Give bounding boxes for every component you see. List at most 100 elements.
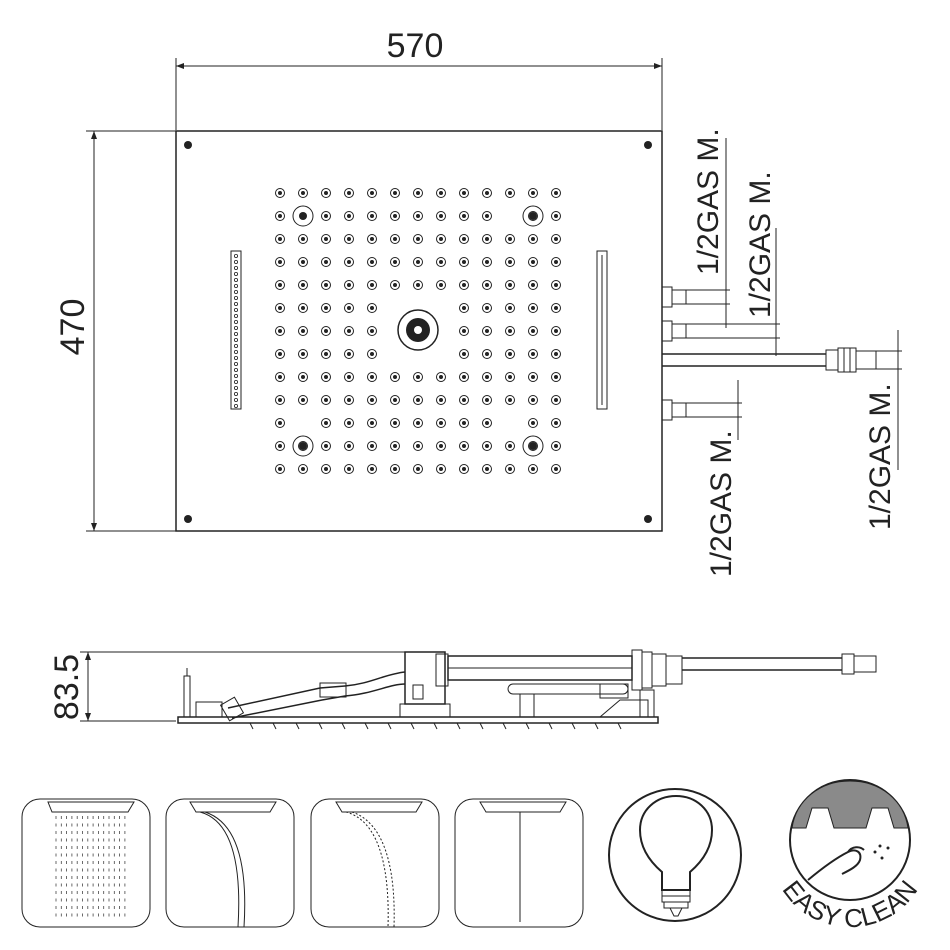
nozzle [321,441,331,451]
corner-screws [184,141,652,523]
nozzle [436,280,446,290]
nozzle [413,372,423,382]
nozzle [551,280,561,290]
nozzle [390,188,400,198]
nozzle [482,418,492,428]
nozzle [528,418,538,428]
curtain-spray-icon [310,798,440,928]
nozzle [459,418,469,428]
nozzle [528,280,538,290]
connection-label-top-left: 1/2GAS M. [692,128,725,275]
nozzle [528,395,538,405]
nozzle [298,395,308,405]
nozzle [459,441,469,451]
nozzle [321,234,331,244]
nozzle [459,395,469,405]
nozzle [413,257,423,267]
nozzle [528,234,538,244]
depth-dimension-label: 83.5 [48,654,86,720]
nozzle [321,280,331,290]
nozzle [505,257,515,267]
nozzle [275,303,285,313]
nozzle [436,418,446,428]
side-view: 83.5 [48,649,877,730]
nozzle [436,234,446,244]
nozzle [367,188,377,198]
nozzle [436,188,446,198]
nozzle [505,234,515,244]
nozzle [344,188,354,198]
nozzle [367,372,377,382]
nozzle [551,234,561,244]
nozzle [275,188,285,198]
nozzle [390,211,400,221]
nozzle [505,441,515,451]
easy-clean-icon: EASY CLEAN [777,779,924,934]
nozzle [505,349,515,359]
nozzle [321,211,331,221]
nozzle [482,441,492,451]
nozzle [482,326,492,336]
nozzle [367,211,377,221]
nozzle [528,188,538,198]
nozzle [413,188,423,198]
nozzle [505,188,515,198]
nozzle [459,257,469,267]
nozzle [505,395,515,405]
nozzle-grid [275,188,561,474]
nozzle [413,464,423,474]
nozzle [528,326,538,336]
nozzle [551,326,561,336]
nozzle [367,441,377,451]
nozzle [344,257,354,267]
nozzle [344,418,354,428]
nozzle [275,418,285,428]
nozzle [298,188,308,198]
nozzle [413,395,423,405]
nozzle [344,234,354,244]
nozzle [505,326,515,336]
nozzle [275,234,285,244]
nozzle [390,464,400,474]
nozzle [275,464,285,474]
nozzle [344,211,354,221]
connection-label-top-right: 1/2GAS M. [744,171,777,318]
nozzle [528,303,538,313]
waterfall-curve-icon [165,798,295,928]
left-waterfall-slot [230,250,242,410]
mounting-rings [292,205,544,457]
easy-clean-label: EASY CLEAN [777,875,924,934]
nozzle [482,349,492,359]
nozzle [505,280,515,290]
nozzle [321,303,331,313]
nozzle [505,303,515,313]
nozzle [321,395,331,405]
nozzle [482,395,492,405]
nozzle [482,372,492,382]
nozzle [528,349,538,359]
nozzle [413,234,423,244]
nozzle [551,464,561,474]
nozzle [321,188,331,198]
nozzle [482,188,492,198]
nozzle [321,326,331,336]
nozzle [390,234,400,244]
width-dimension-label: 570 [387,27,444,65]
nozzle [321,372,331,382]
feature-icons: EASY CLEAN [21,779,924,934]
nozzle [413,211,423,221]
nozzle [528,257,538,267]
nozzle [482,234,492,244]
top-view: 570 470 [54,27,902,577]
nozzle [436,395,446,405]
nozzle [459,280,469,290]
nozzle [551,211,561,221]
nozzle [390,395,400,405]
nozzle [321,349,331,359]
nozzle [390,418,400,428]
nozzle [436,257,446,267]
rain-spray-icon [21,798,151,928]
nozzle [459,464,469,474]
nozzle [459,349,469,359]
nozzle [482,303,492,313]
